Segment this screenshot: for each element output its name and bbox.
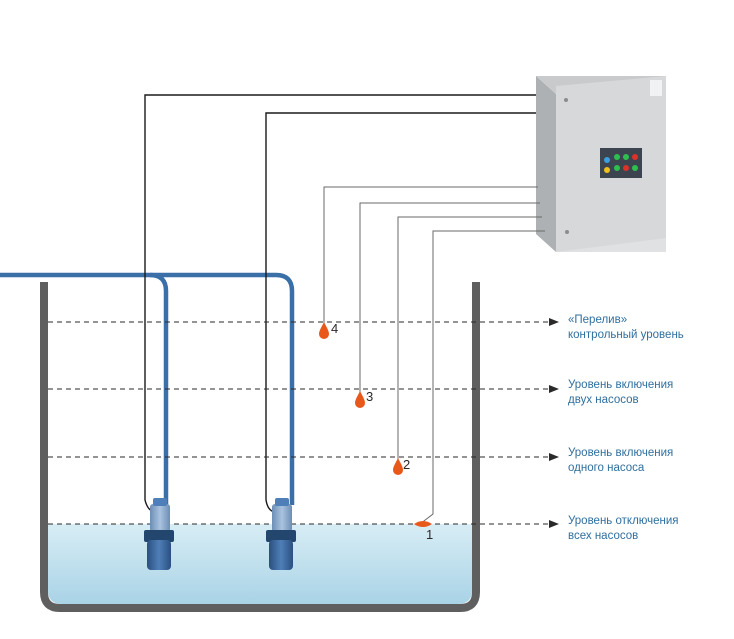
level-label-3-line2: двух насосов [568, 393, 639, 406]
cabinet-indicator-panel [600, 148, 642, 178]
float-sensor-3 [355, 391, 365, 408]
sensor-4-wire [323, 186, 538, 326]
discharge-pipe-2 [150, 272, 295, 505]
sensor-number-3: 3 [366, 389, 374, 404]
level-label-3: Уровень включения двух насосов [568, 378, 673, 407]
level-label-4: «Перелив» контрольный уровень [568, 313, 684, 342]
sensor-number-1: 1 [426, 527, 434, 542]
sensor-number-4: 4 [331, 321, 339, 336]
sensor-1-wire [419, 230, 545, 525]
level-label-2-line1: Уровень включения [568, 447, 674, 459]
sensor-number-2: 2 [403, 457, 411, 472]
level-label-2-line2: одного насоса [568, 461, 645, 474]
level-label-1-line2: всех насосов [568, 529, 639, 542]
level-label-2: Уровень включения одного насоса [568, 446, 673, 475]
float-sensor-2 [393, 458, 403, 475]
discharge-pipe-1 [0, 272, 169, 505]
level-label-4-line1: «Перелив» [568, 314, 628, 326]
level-line-4 [48, 318, 559, 326]
tank-wall [40, 282, 480, 612]
float-sensor-1 [414, 521, 432, 527]
level-label-4-line2: контрольный уровень [568, 328, 684, 341]
submersible-pump-2 [266, 498, 296, 570]
level-line-1 [48, 520, 559, 528]
level-line-2 [48, 453, 559, 461]
level-label-1: Уровень отключения всех насосов [568, 514, 679, 543]
level-label-1-line1: Уровень отключения [568, 515, 679, 527]
pump-2-cable [265, 112, 536, 513]
submersible-pump-1 [144, 498, 174, 570]
level-line-3 [48, 385, 559, 393]
sensor-3-wire [359, 202, 540, 395]
level-label-3-line1: Уровень включения [568, 379, 674, 391]
water [48, 524, 472, 604]
sensor-2-wire [397, 216, 542, 462]
float-sensor-4 [319, 322, 329, 339]
